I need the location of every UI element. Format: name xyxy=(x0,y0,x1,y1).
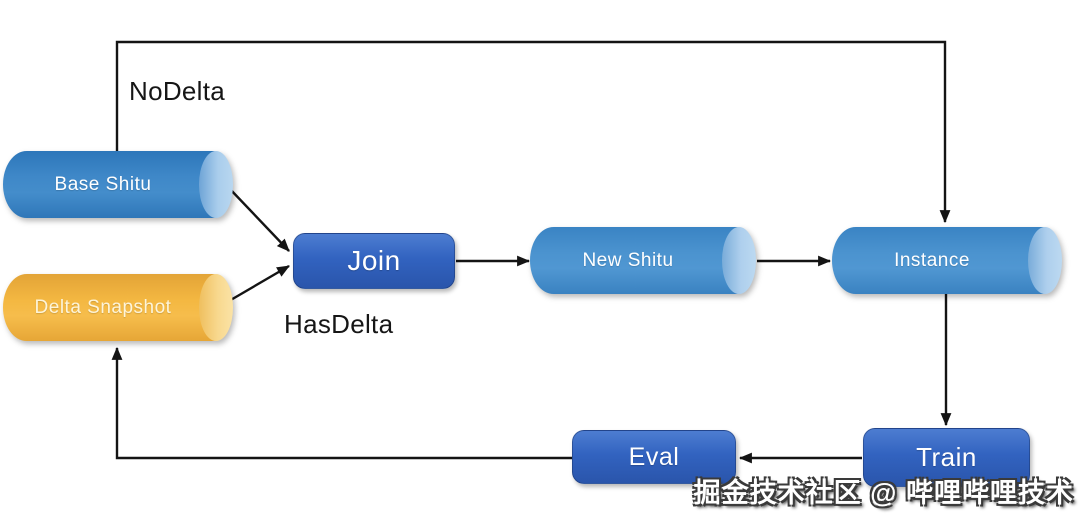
node-new-shitu: New Shitu xyxy=(530,227,756,294)
node-label: Base Shitu xyxy=(54,173,152,195)
cylinder-cap xyxy=(722,227,756,294)
node-join: Join xyxy=(293,233,455,289)
cylinder-cap xyxy=(199,151,233,218)
node-label: Eval xyxy=(628,442,680,471)
watermark-text: 掘金技术社区 @ 哔哩哔哩技术 xyxy=(693,478,1074,508)
cylinder-cap xyxy=(1028,227,1062,294)
node-base-shitu: Base Shitu xyxy=(3,151,233,218)
arrow-base-shitu-to-instance-nodelta xyxy=(115,40,951,224)
node-label: New Shitu xyxy=(582,249,674,271)
edge-label-nodelta: NoDelta xyxy=(129,76,226,106)
cylinder-body xyxy=(832,227,1048,294)
node-label: Join xyxy=(347,245,401,276)
arrow-delta-snapshot-to-join xyxy=(228,264,290,303)
arrow-eval-to-delta-snapshot xyxy=(111,346,572,460)
node-label: Instance xyxy=(894,249,970,271)
node-eval: Eval xyxy=(572,430,736,484)
node-train: Train xyxy=(863,428,1030,487)
arrow-base-shitu-to-join xyxy=(228,187,290,252)
cylinder-body xyxy=(3,151,219,218)
node-label: Delta Snapshot xyxy=(34,296,172,318)
node-instance: Instance xyxy=(832,227,1062,294)
node-delta-snapshot: Delta Snapshot xyxy=(3,274,233,341)
cylinder-body xyxy=(530,227,742,294)
cylinder-body xyxy=(3,274,219,341)
node-label: Train xyxy=(916,442,977,472)
cylinder-cap xyxy=(199,274,233,341)
edge-label-hasdelta: HasDelta xyxy=(284,309,394,339)
